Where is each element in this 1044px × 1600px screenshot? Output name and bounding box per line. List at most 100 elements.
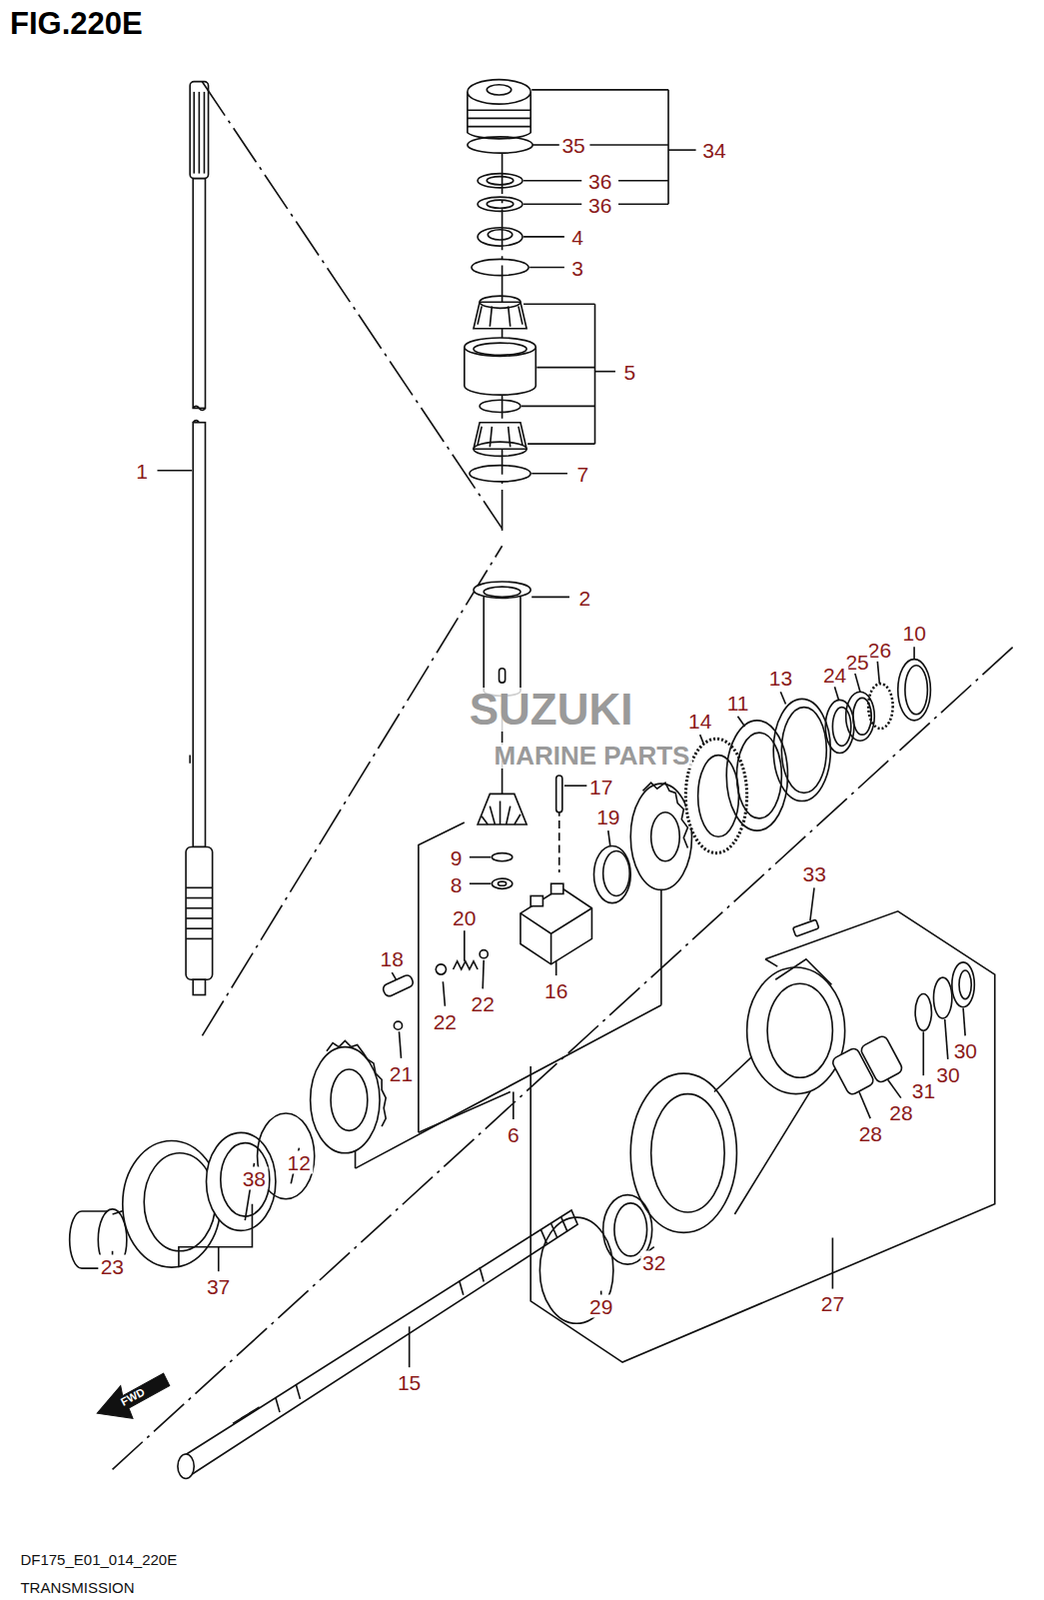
drawing-stroke [398,1031,401,1058]
callout-number: 31 [910,1077,938,1101]
drawing-stroke [473,581,531,598]
callout-number: 30 [934,1061,962,1085]
callout-number: 33 [800,862,828,886]
callout-number: 22 [431,1009,459,1033]
drawing-stroke [498,881,507,886]
drawing-stroke [463,930,466,962]
drawing-stroke [518,426,523,445]
drawing-stroke [326,1040,386,1126]
drawing-stroke [185,927,213,930]
drawing-stroke [523,235,565,238]
drawing-stroke [589,143,669,146]
drawing-stroke [391,972,396,980]
callout-number: 32 [640,1249,668,1273]
figure-caption: TRANSMISSION [19,1579,134,1595]
drawing-stroke [217,1246,220,1272]
callout-number: 11 [725,690,752,714]
drawing-stroke [618,179,669,182]
callout-number: 18 [378,947,406,971]
drawing-stroke [530,895,543,906]
drawing-stroke [520,887,592,965]
drawing-stroke [564,784,587,787]
callout-number: 28 [887,1100,915,1124]
callout-number: 10 [901,621,929,645]
drawing-stroke [435,964,446,975]
drawing-stroke [479,399,521,412]
callout-number: 34 [700,138,728,162]
drawing-stroke [531,472,568,475]
callout-number: 37 [204,1274,232,1298]
drawing-stroke [775,959,832,986]
drawing-stroke [418,822,465,1132]
drawing-stroke [481,801,521,825]
drawing-stroke [518,305,523,324]
drawing-stroke [467,136,533,153]
drawing-stroke [467,108,531,111]
drawing-stroke [868,683,894,729]
drawing-stroke [668,148,697,151]
callout-number: 17 [587,774,615,798]
drawing-stroke [442,981,445,1007]
drawing-stroke [922,1031,925,1075]
drawing-stroke [660,877,663,1006]
drawing-stroke [603,851,631,897]
drawing-stroke [898,659,932,721]
drawing-stroke [767,983,833,1077]
figure-title: FIG.220E [9,7,143,39]
drawing-stroke [177,1453,194,1479]
drawing-stroke [834,686,839,700]
drawing-stroke [483,586,521,597]
drawing-stroke [959,970,972,1000]
drawing-stroke [122,1140,221,1268]
callout-number: 4 [569,224,586,248]
drawing-stroke [736,732,782,819]
drawing-stroke [469,856,491,859]
drawing-stroke [793,919,820,937]
drawing-stroke [933,977,952,1019]
drawing-stroke [355,1005,662,1168]
callout-number: 29 [587,1293,615,1317]
drawing-stroke [473,342,527,355]
drawing-stroke [185,917,213,920]
drawing-stroke [913,646,916,659]
drawing-stroke [188,755,191,764]
drawing-stroke [232,1266,484,1423]
direction-label: FWD [118,1386,146,1408]
drawing-stroke [201,545,502,1036]
drawing-stroke [945,1019,949,1059]
callout-number: 3 [569,255,586,279]
callout-number: 16 [542,978,570,1002]
drawing-stroke [595,370,616,373]
drawing-stroke [464,337,536,356]
drawing-stroke [477,426,482,445]
drawing-stroke [143,1152,215,1251]
callout-number: 36 [586,168,614,192]
drawing-stroke [832,1237,835,1289]
drawing-stroke [737,716,745,727]
callout-number: 7 [574,461,591,485]
drawing-stroke [963,1008,966,1037]
drawing-stroke [192,979,205,995]
drawing-stroke [832,707,851,747]
drawing-stroke [825,699,855,753]
callout-number: 35 [559,133,587,157]
drawing-stroke [905,665,928,715]
drawing-stroke [473,301,527,329]
drawing-stroke [486,176,514,185]
callout-number: 23 [98,1253,126,1277]
drawing-stroke [477,173,523,188]
drawing-stroke [888,1078,902,1097]
callout-number: 1 [133,458,150,482]
drawing-stroke [747,967,846,1094]
drawing-stroke [531,88,669,91]
callout-number: 2 [576,585,593,609]
drawing-stroke [156,469,192,472]
drawing-stroke [531,595,570,598]
drawing-stroke [810,887,815,921]
drawing-stroke [192,405,205,410]
callout-number: 12 [285,1150,313,1174]
callout-number: 9 [448,846,465,870]
drawing-stroke [521,405,596,408]
drawing-stroke [523,179,582,182]
callout-number: 14 [686,709,714,733]
